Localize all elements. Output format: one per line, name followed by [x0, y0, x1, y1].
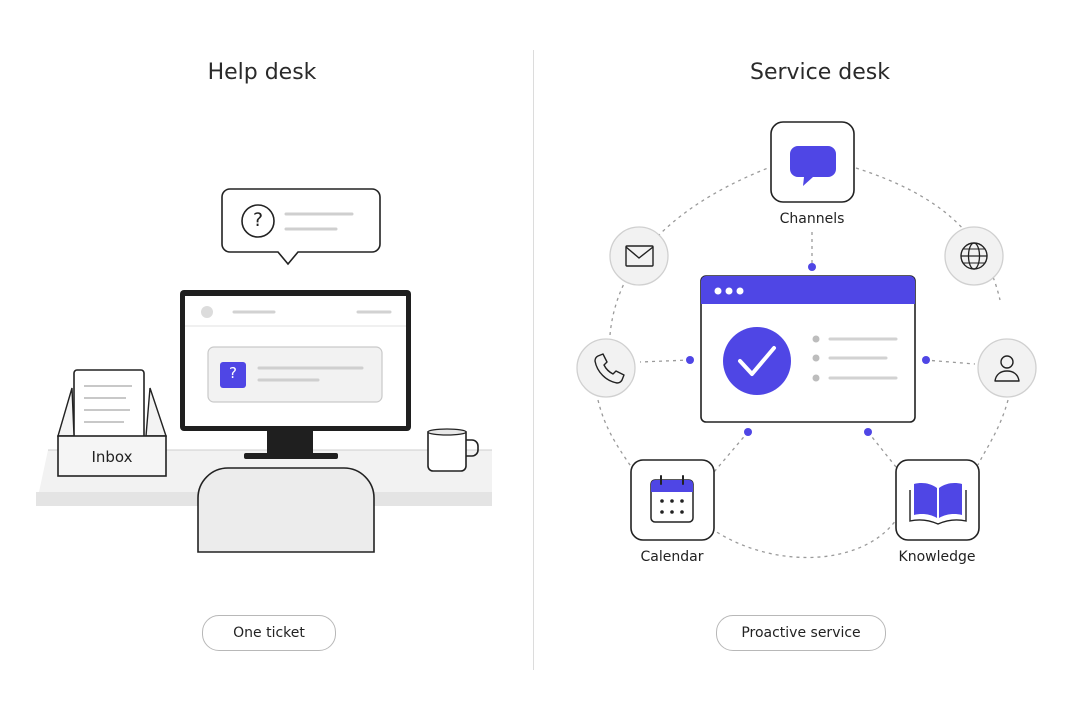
question-mark: ? [252, 209, 264, 231]
mug-icon [427, 428, 479, 472]
calendar-label: Calendar [640, 549, 704, 565]
phone-icon [576, 338, 636, 398]
mail-icon [609, 226, 669, 286]
globe-icon [944, 226, 1004, 286]
calendar-icon [650, 475, 694, 523]
ticket-question-mark: ? [229, 364, 237, 382]
service-window [700, 275, 916, 423]
inbox-tray [57, 369, 167, 477]
check-icon [723, 327, 791, 395]
question-icon [241, 204, 275, 238]
channels-node [770, 121, 855, 203]
channels-label: Channels [779, 211, 845, 227]
one-ticket-pill: One ticket [202, 615, 336, 651]
proactive-service-pill: Proactive service [716, 615, 886, 651]
knowledge-node [895, 459, 980, 541]
panel-divider [533, 50, 534, 670]
service-desk-title: Service desk [749, 60, 890, 85]
chair [197, 467, 375, 553]
inbox-label: Inbox [91, 448, 133, 466]
knowledge-label: Knowledge [898, 549, 976, 565]
chat-bubble-icon [790, 146, 836, 186]
help-desk-title: Help desk [207, 60, 317, 85]
user-icon [977, 338, 1037, 398]
book-icon [909, 483, 967, 525]
question-speech-bubble [221, 188, 381, 266]
calendar-node [630, 459, 715, 541]
connector-dots [686, 263, 930, 436]
monitor [180, 290, 411, 459]
connection-ring [597, 167, 1009, 559]
